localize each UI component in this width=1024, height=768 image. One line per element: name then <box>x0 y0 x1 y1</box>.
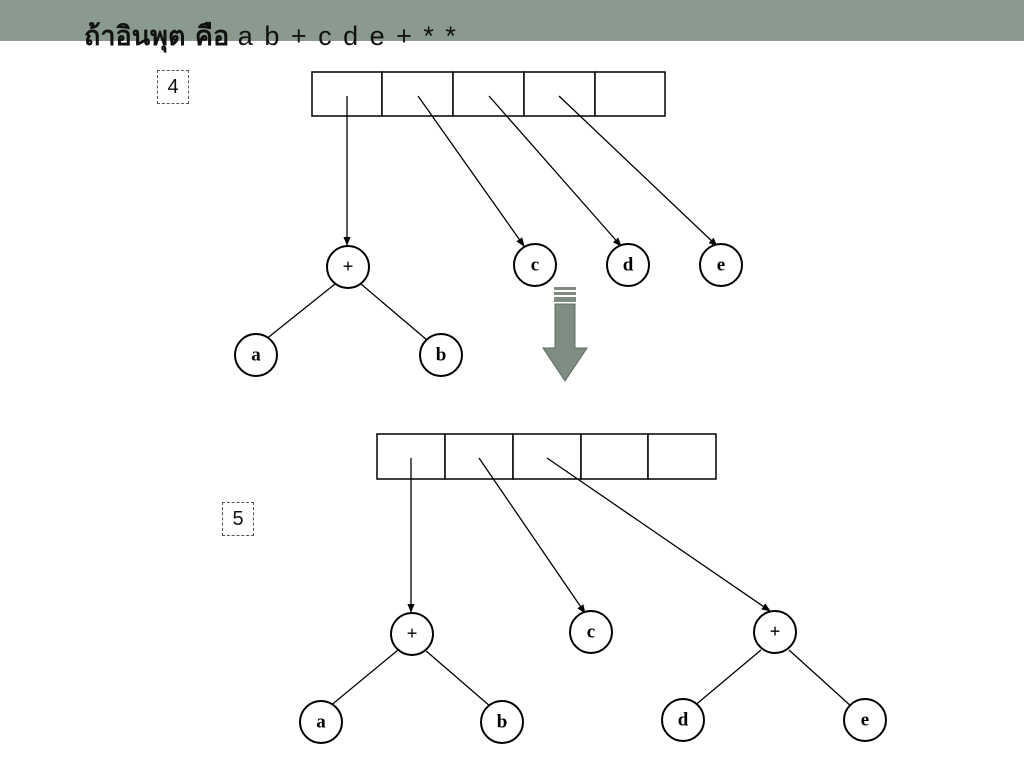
node-label: c <box>531 255 539 276</box>
tree-node-e: e <box>843 698 887 742</box>
node-label: + <box>770 622 781 643</box>
stack-cell <box>381 71 454 117</box>
step-4-stack <box>311 71 666 117</box>
step-5-stack <box>376 433 717 480</box>
header-bar <box>0 0 1024 41</box>
node-label: + <box>407 624 418 645</box>
node-label: + <box>343 257 354 278</box>
stack-cell <box>512 433 582 480</box>
node-label: d <box>623 255 634 276</box>
tree-node-d: d <box>661 698 705 742</box>
stack-cell <box>452 71 525 117</box>
tree-node-a: a <box>234 333 278 377</box>
node-label: c <box>587 622 595 643</box>
pointer-arrow <box>417 95 525 247</box>
tree-node-b: b <box>480 700 524 744</box>
page-title: ถ้าอินพุต คือ a b + c d e + * * <box>84 14 458 54</box>
node-label: a <box>316 712 326 733</box>
node-label: e <box>717 255 725 276</box>
tree-node-e: e <box>699 243 743 287</box>
stack-cell <box>523 71 596 117</box>
node-label: e <box>861 710 869 731</box>
step-label-4: 4 <box>157 70 189 104</box>
tree-edge <box>692 649 762 708</box>
pointer-arrow <box>488 95 622 247</box>
step-label-5: 5 <box>222 502 254 536</box>
step-4-pointers <box>343 95 718 247</box>
tree-edge <box>360 283 428 341</box>
tree-node-a: a <box>299 700 343 744</box>
step-5-tree-edges <box>328 649 853 708</box>
tree-node-plus-right: + <box>753 610 797 654</box>
stack-cell <box>647 433 717 480</box>
pointer-arrow <box>558 95 718 247</box>
tree-node-plus: + <box>326 245 370 289</box>
tree-node-b: b <box>419 333 463 377</box>
node-label: b <box>436 345 447 366</box>
tree-edge <box>788 649 853 708</box>
node-label: a <box>251 345 261 366</box>
stack-cell <box>594 71 666 117</box>
title-thai: ถ้าอินพุต คือ <box>84 21 230 52</box>
tree-node-plus: + <box>390 612 434 656</box>
stack-cell <box>444 433 514 480</box>
tree-edge <box>424 649 492 708</box>
node-label: d <box>678 710 689 731</box>
tree-edge <box>264 283 336 341</box>
step-5-nodes: + a b c + d e <box>299 610 887 744</box>
step-4-tree-edges <box>264 283 428 341</box>
down-arrow-icon <box>542 287 588 382</box>
tree-node-d: d <box>606 243 650 287</box>
step-4-nodes: + a b c d e <box>234 243 743 377</box>
pointer-arrow <box>478 457 586 614</box>
pointer-arrow <box>546 457 771 612</box>
node-label: b <box>497 712 508 733</box>
title-expression: a b + c d e + * * <box>237 21 458 51</box>
tree-node-c: c <box>569 610 613 654</box>
step-5-pointers <box>407 457 771 614</box>
tree-edge <box>328 649 399 708</box>
stack-cell <box>580 433 649 480</box>
tree-node-c: c <box>513 243 557 287</box>
